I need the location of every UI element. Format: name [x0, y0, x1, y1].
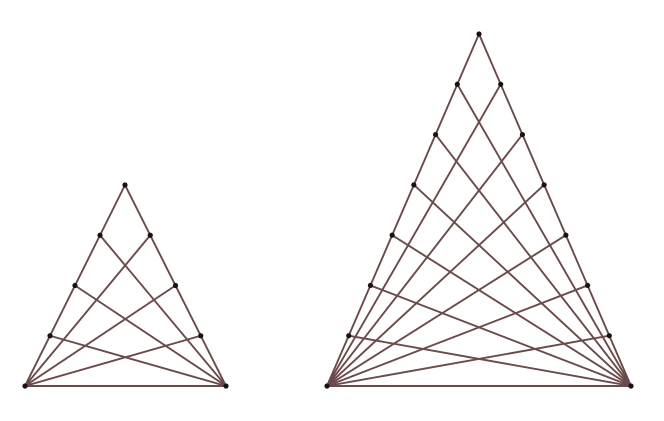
- point: [498, 81, 504, 87]
- triangle-outline: [326, 33, 632, 387]
- point: [324, 383, 330, 389]
- cevian-line: [24, 234, 151, 387]
- cevian-line: [391, 234, 632, 387]
- cevian-line: [99, 234, 227, 387]
- point: [389, 232, 395, 238]
- cevian-line: [326, 234, 567, 387]
- triangle-small: [22, 182, 229, 389]
- point: [519, 131, 526, 138]
- cevian-line: [326, 83, 502, 387]
- point: [22, 383, 28, 389]
- cevian-line: [326, 334, 610, 387]
- cevian-line: [24, 284, 177, 387]
- point: [47, 333, 53, 339]
- point: [122, 182, 128, 188]
- cevian-line: [413, 184, 632, 387]
- point: [454, 81, 460, 87]
- cevian-line: [49, 334, 227, 387]
- point: [628, 383, 634, 389]
- point: [147, 232, 153, 238]
- cevian-line: [326, 284, 588, 387]
- point: [97, 232, 103, 238]
- triangle-large: [324, 31, 634, 389]
- cevian-line: [456, 83, 632, 387]
- point: [172, 282, 179, 289]
- cevian-line: [348, 334, 632, 387]
- cevian-line: [24, 334, 202, 387]
- cevian-line: [326, 133, 524, 387]
- point: [476, 31, 482, 37]
- cevian-line: [434, 133, 632, 387]
- point: [563, 232, 569, 238]
- point: [411, 182, 417, 188]
- point: [606, 333, 612, 339]
- point: [72, 282, 78, 289]
- point: [541, 182, 547, 188]
- cevian-line: [326, 184, 545, 387]
- point: [346, 333, 352, 339]
- point: [432, 131, 439, 138]
- cevian-line: [74, 284, 227, 387]
- point: [584, 282, 591, 289]
- point: [198, 333, 204, 339]
- point: [367, 282, 374, 289]
- cevian-line: [370, 284, 632, 387]
- triangle-outline: [24, 184, 227, 387]
- point: [223, 383, 229, 389]
